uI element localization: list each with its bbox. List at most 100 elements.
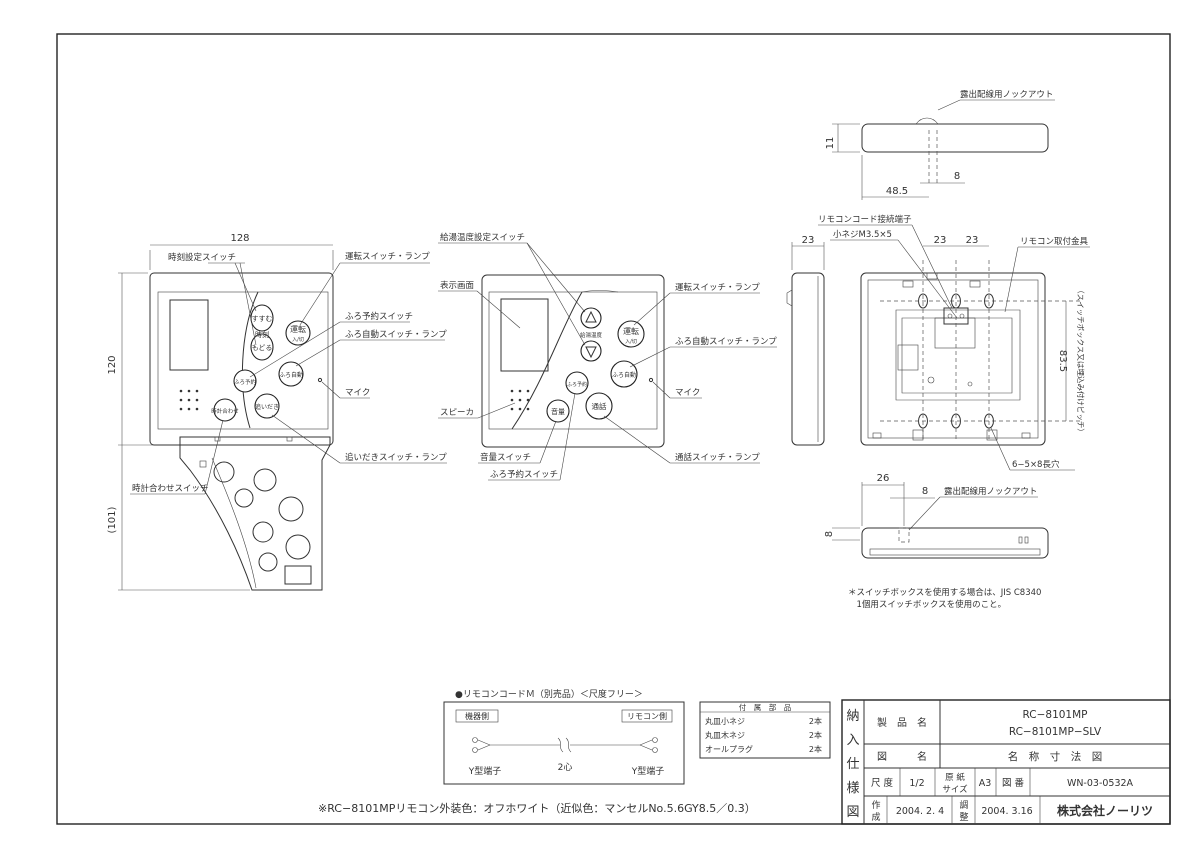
- back-dim-a: 23: [934, 235, 947, 246]
- footer-note: ※RC−8101MPリモコン外装色：オフホワイト（近似色：マンセルNo.5.6G…: [318, 801, 756, 815]
- label-front-bath-timer: ふろ予約スイッチ: [345, 311, 413, 322]
- back-pitch-dim: 83.5: [1057, 350, 1068, 372]
- checked-label-2: 整: [959, 811, 968, 823]
- bottom-body: [861, 527, 1049, 559]
- front-bath-timer-label: ふろ予約: [234, 378, 257, 386]
- label-middle-run-switch: 運転スイッチ・ランプ: [675, 283, 760, 293]
- side-char-2: 入: [846, 733, 859, 748]
- product-name-1: RC−8101MP: [1022, 709, 1087, 721]
- bottom-height-dim: 8: [824, 531, 835, 537]
- parts-table: 付 属 部 品 丸皿小ネジ 2本 丸皿木ネジ 2本 オールプラグ 2本: [699, 701, 831, 759]
- back-body: [860, 272, 1046, 446]
- company-name: 株式会社ノーリツ: [1057, 803, 1153, 818]
- side-depth-dim: 23: [802, 235, 815, 246]
- top-body: [861, 123, 1049, 153]
- label-front-mic: マイク: [345, 388, 370, 398]
- paper-label-1: 原 紙: [945, 772, 965, 783]
- top-view: 露出配線用ノックアウト 11 48.5 8: [825, 89, 1055, 200]
- cord-title: ●リモコンコードＭ（別売品）＜尺度フリー＞: [455, 688, 643, 700]
- front-width-dim: 128: [230, 233, 249, 244]
- cord-box: ●リモコンコードＭ（別売品）＜尺度フリー＞ 機器側 リモコン側 2心 Y型端子 …: [443, 688, 685, 785]
- checked-date: 2004. 3.16: [981, 806, 1032, 817]
- middle-bath-auto-label: ふろ自動: [612, 371, 636, 379]
- parts-row-2-name: 丸皿木ネジ: [705, 730, 745, 740]
- product-name-label: 製 品 名: [877, 716, 927, 729]
- label-top-knockout: 露出配線用ノックアウト: [960, 89, 1053, 100]
- front-back-button-label: もどる: [252, 344, 273, 352]
- front-advance-button-label: すすむ: [252, 315, 273, 323]
- front-run-button-label: 運転: [290, 325, 306, 334]
- label-time-set-switch: 時刻設定スイッチ: [168, 252, 236, 263]
- side-char-3: 仕: [846, 757, 859, 772]
- front-open-cover: [179, 436, 331, 591]
- label-slot: 6−5×8長穴: [1012, 459, 1060, 470]
- parts-title: 付 属 部 品: [739, 702, 792, 712]
- back-view: 23 23 83.5 （スイッチボックス又は埋込み付けピッチ） リモコンコード接…: [818, 214, 1090, 471]
- label-front-run-switch: 運転スイッチ・ランプ: [345, 252, 430, 262]
- label-middle-bath-auto: ふろ自動スイッチ・ランプ: [675, 336, 777, 347]
- side-char-4: 様: [846, 781, 859, 796]
- drawing-no: WN-03-0532A: [1067, 778, 1134, 789]
- middle-volume-label: 音量: [551, 407, 565, 416]
- middle-call-label: 通話: [592, 401, 607, 411]
- label-display: 表示画面: [440, 280, 475, 291]
- sheet-frame: [56, 33, 1171, 825]
- middle-speaker-holes: [510, 389, 530, 411]
- front-speaker-holes: [179, 389, 199, 411]
- label-front-bath-auto: ふろ自動スイッチ・ランプ: [345, 329, 447, 340]
- front-clock-label: 時計合わせ: [211, 407, 239, 415]
- side-view: 23: [786, 235, 825, 446]
- top-knockout-dim: 8: [954, 171, 960, 182]
- cord-terminal-left: Y型端子: [468, 765, 502, 777]
- product-name-2: RC−8101MP−SLV: [1009, 726, 1102, 738]
- label-middle-bath-timer: ふろ予約スイッチ: [490, 469, 558, 480]
- label-front-reheat: 追いだきスイッチ・ランプ: [345, 452, 447, 463]
- label-bracket: リモコン取付金具: [1020, 236, 1089, 247]
- front-bath-auto-label: ふろ自動: [279, 371, 303, 379]
- scale-label: 尺 度: [871, 777, 894, 789]
- parts-row-1-name: 丸皿小ネジ: [705, 716, 745, 726]
- note-line-2: 1個用スイッチボックスを使用のこと。: [848, 599, 1006, 610]
- drawing-name: 名 称 寸 法 図: [1008, 750, 1103, 763]
- front-height-dim: 120: [107, 355, 118, 374]
- bottom-view: 26 8 8 露出配線用ノックアウト: [824, 473, 1049, 559]
- front-body: [149, 272, 334, 446]
- scale-value: 1/2: [909, 778, 924, 789]
- made-label-2: 成: [871, 811, 880, 823]
- parts-row-2-qty: 2本: [809, 730, 822, 740]
- bottom-knockout-dim: 8: [922, 486, 928, 497]
- side-char-5: 図: [846, 805, 859, 820]
- bottom-width-dim: 26: [877, 473, 890, 484]
- back-pitch-note: （スイッチボックス又は埋込み付けピッチ）: [1076, 286, 1086, 436]
- back-dim-b: 23: [966, 235, 979, 246]
- front-view: 128 120 (101) すすむ 時刻 もどる 運転 入/切: [107, 233, 447, 591]
- side-body: [791, 272, 825, 446]
- front-display: [169, 299, 209, 371]
- middle-water-temp-label: 給湯温度: [580, 331, 603, 339]
- svg-text:入/切: 入/切: [625, 338, 637, 345]
- middle-view: 給湯温度 運転 入/切 ふろ自動 ふろ予約 音量 通話 給湯温度設定スイッチ 表…: [438, 232, 777, 481]
- made-date: 2004. 2. 4: [896, 806, 944, 817]
- cord-remote-side: リモコン側: [627, 711, 667, 721]
- cord-core: 2心: [558, 762, 573, 773]
- label-cord-terminal: リモコンコード接続端子: [818, 214, 912, 225]
- middle-display: [500, 298, 549, 372]
- cord-terminal-right: Y型端子: [631, 765, 665, 777]
- label-volume-switch: 音量スイッチ: [480, 452, 531, 463]
- front-cover-dim: (101): [107, 506, 118, 533]
- cord-device-side: 機器側: [465, 711, 489, 721]
- drawing-name-label: 図 名: [877, 750, 927, 763]
- title-block: 納 入 仕 様 図 製 品 名 RC−8101MP RC−8101MP−SLV …: [841, 699, 1171, 825]
- made-label-1: 作: [871, 799, 880, 811]
- parts-row-1-qty: 2本: [809, 716, 822, 726]
- middle-bath-timer-label: ふろ予約: [567, 381, 587, 388]
- checked-label-1: 調: [959, 799, 968, 811]
- label-clock-adjust: 時計合わせスイッチ: [132, 483, 209, 494]
- label-bottom-knockout: 露出配線用ノックアウト: [944, 486, 1037, 497]
- middle-run-label: 運転: [623, 327, 639, 336]
- label-speaker: スピーカ: [440, 408, 474, 418]
- top-width-dim: 48.5: [886, 186, 908, 197]
- side-char-1: 納: [846, 709, 859, 724]
- front-reheat-label: 追いだき: [255, 403, 279, 411]
